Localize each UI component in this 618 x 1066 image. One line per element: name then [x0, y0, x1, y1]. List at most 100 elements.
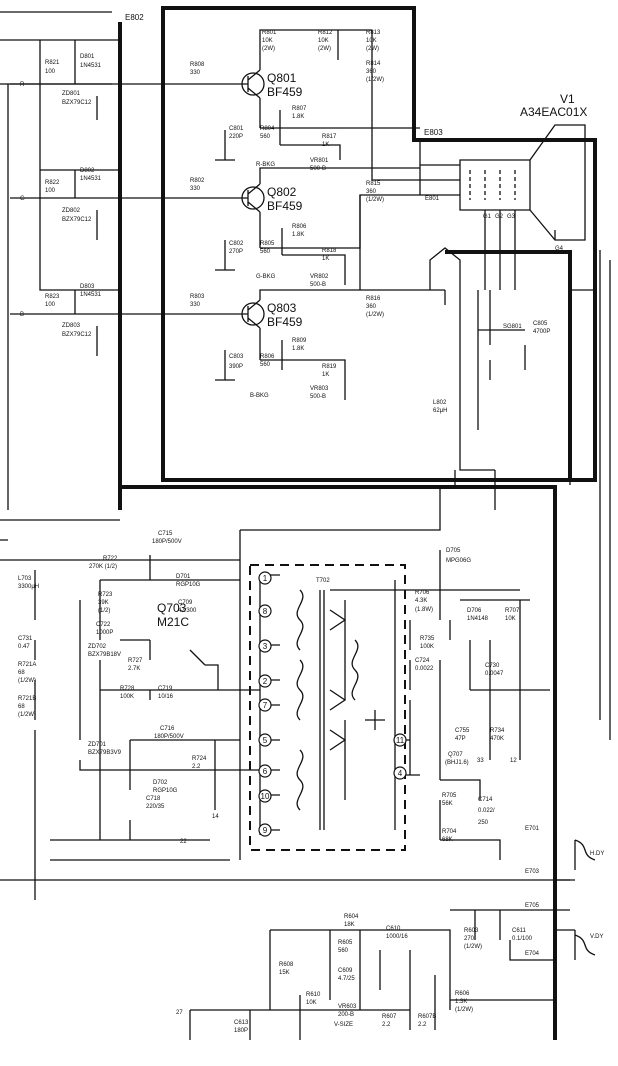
label-c722v: 1000P: [96, 630, 113, 636]
label-zd701: ZD701: [88, 742, 107, 748]
label-r728: R728: [120, 686, 135, 692]
label-r735: R735: [420, 636, 435, 642]
label-c610v: 1000/16: [386, 934, 408, 940]
label-c714: C714: [478, 797, 493, 803]
label-l703: L703: [18, 576, 32, 582]
label-r812p: (2W): [318, 46, 331, 52]
label-c610: C610: [386, 926, 401, 932]
transformer-pin-circle: [258, 674, 272, 688]
label-c730: C730: [485, 663, 500, 669]
label-r817: R817: [322, 134, 337, 140]
label-r721bp: (1/2W): [18, 712, 36, 718]
tube-pin-g1: G1: [483, 214, 492, 220]
label-d702v: RGP10G: [153, 788, 178, 794]
label-r821: R821: [45, 60, 60, 66]
label-r704v: 68K: [442, 837, 453, 843]
label-r818v: 1K: [322, 256, 329, 262]
transformer-pin-number: 10: [261, 792, 270, 801]
input-r: R: [20, 82, 25, 88]
label-e802: E802: [125, 13, 144, 22]
label-r812: R812: [318, 30, 333, 36]
label-r804v: 560: [260, 134, 271, 140]
tube-pin-g4: G4: [555, 246, 564, 252]
label-r604: R604: [344, 914, 359, 920]
transformer-pin-number: 1: [263, 574, 268, 583]
label-r704: R704: [442, 829, 457, 835]
label-r817v: 1K: [322, 142, 329, 148]
label-r805: R805: [260, 241, 275, 247]
label-l802: L802: [433, 400, 447, 406]
label-c755v: 47P: [455, 736, 466, 742]
crt-board-border: [161, 6, 597, 482]
label-c709: C709: [178, 600, 193, 606]
tube-pin-g3: G3: [507, 214, 516, 220]
label-r728v: 100K: [120, 694, 134, 700]
label-r723p: (1/2): [98, 608, 110, 614]
label-c613: C613: [234, 1020, 249, 1026]
label-r705: R705: [442, 793, 457, 799]
label-r816: R816: [366, 296, 381, 302]
label-r806v: 1.8K: [292, 232, 304, 238]
label-r819v: 1K: [322, 372, 329, 378]
label-gbkg: G-BKG: [256, 274, 276, 280]
label-r802v: 330: [190, 186, 201, 192]
label-r822v: 100: [45, 188, 56, 194]
input-b: B: [20, 312, 24, 318]
label-r814p: (1/2W): [366, 77, 384, 83]
label-r607: R607: [382, 1014, 397, 1020]
label-e703: E703: [525, 869, 540, 875]
label-r801p: (2W): [262, 46, 275, 52]
label-zd803v: BZX79C12: [62, 332, 92, 338]
label-c805: C805: [533, 321, 548, 327]
label-r815: R815: [366, 181, 381, 187]
label-d801: D801: [80, 54, 95, 60]
label-bbkg: B-BKG: [250, 393, 269, 399]
transformer-pin-circle: [258, 571, 272, 585]
label-vr803v: 500-B: [310, 394, 326, 400]
label-l802v: 62μH: [433, 408, 447, 414]
label-r723: R723: [98, 592, 113, 598]
label-zd802: ZD802: [62, 208, 81, 214]
label-hdy: H.DY: [590, 851, 604, 857]
label-c803: C803: [229, 354, 244, 360]
q803-ref: Q803: [267, 301, 297, 315]
input-g: G: [20, 196, 25, 202]
label-r813v: 10K: [366, 38, 377, 44]
label-d803v: 1N4531: [80, 292, 102, 298]
label-c718: C718: [146, 796, 161, 802]
label-r607v: 2.2: [382, 1022, 391, 1028]
label-r815p: (1/2W): [366, 197, 384, 203]
transformer-pin-number: 7: [263, 701, 268, 710]
label-r814v: 360: [366, 69, 377, 75]
label-r821v: 100: [45, 69, 56, 75]
label-r705v: 56K: [442, 801, 453, 807]
tube-socket-border: [445, 250, 572, 480]
label-r734: R734: [490, 728, 505, 734]
label-c714p: 250: [478, 820, 489, 826]
label-r722v: 270K (1/2): [89, 564, 117, 570]
label-d803: D803: [80, 284, 95, 290]
label-r610: R610: [306, 992, 321, 998]
board-labels: E802 E803 E801 E701 E703 E705 E704: [125, 13, 540, 957]
label-r721b: R721B: [18, 696, 36, 702]
label-c731v: 0.47: [18, 644, 30, 650]
rgb-output-stages: [215, 29, 445, 400]
label-r721a: R721A: [18, 662, 36, 668]
label-n22: 22: [180, 839, 187, 845]
label-zd701v: BZX79B3V9: [88, 750, 122, 756]
label-d705v: MPG06G: [446, 558, 471, 564]
label-r823v: 100: [45, 302, 56, 308]
label-c611v: 0.1/100: [512, 936, 533, 942]
label-r803v: 330: [190, 302, 201, 308]
label-d701: D701: [176, 574, 191, 580]
horizontal-section: [0, 487, 596, 900]
label-r706v: 4.3K: [415, 598, 427, 604]
q802-type: BF459: [267, 199, 303, 213]
label-r806bv: 560: [260, 362, 271, 368]
label-r727v: 2.7K: [128, 666, 140, 672]
label-e704: E704: [525, 951, 540, 957]
label-r603v: 270: [464, 936, 475, 942]
label-r808v: 330: [190, 70, 201, 76]
